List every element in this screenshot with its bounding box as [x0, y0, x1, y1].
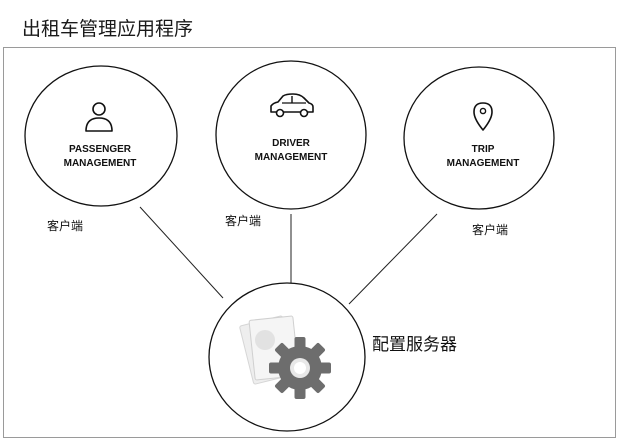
config-server-label: 配置服务器 — [372, 335, 457, 355]
driver-management-node: DRIVER MANAGEMENT — [215, 60, 367, 210]
driver-label-line1: DRIVER — [272, 138, 311, 149]
trip-label-line1: TRIP — [472, 144, 495, 155]
gear-icon — [239, 315, 331, 399]
client-label-driver: 客户端 — [225, 214, 262, 228]
car-icon — [270, 93, 314, 118]
client-label-trip: 客户端 — [472, 223, 509, 237]
page-title: 出租车管理应用程序 — [22, 18, 194, 40]
connector-trip-server — [348, 213, 438, 305]
trip-label-line2: MANAGEMENT — [447, 158, 520, 169]
connector-passenger-server — [139, 206, 224, 299]
driver-label-line2: MANAGEMENT — [255, 152, 328, 163]
client-label-passenger: 客户端 — [47, 219, 84, 233]
person-icon — [85, 102, 113, 132]
diagram-frame — [3, 47, 616, 438]
trip-management-node: TRIP MANAGEMENT — [403, 66, 555, 210]
passenger-label-line1: PASSENGER — [69, 144, 132, 155]
config-server-node — [208, 282, 366, 432]
map-pin-icon — [473, 102, 493, 131]
passenger-label-line2: MANAGEMENT — [64, 158, 137, 169]
passenger-management-node: PASSENGER MANAGEMENT — [24, 65, 178, 207]
